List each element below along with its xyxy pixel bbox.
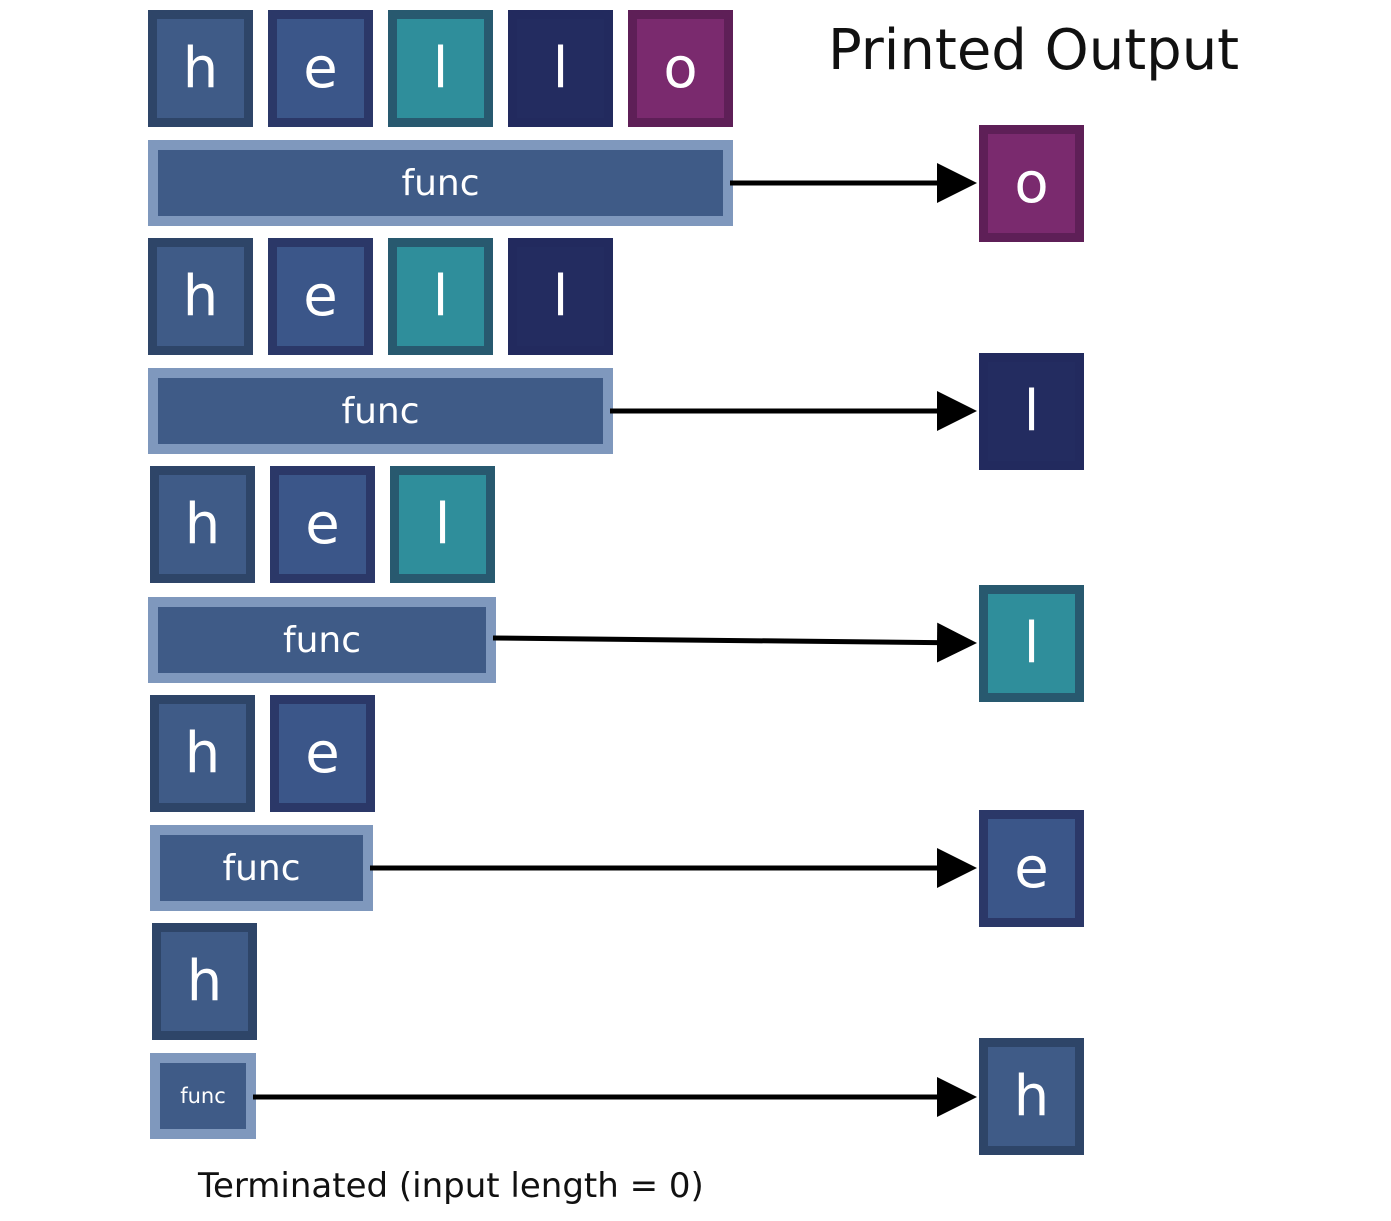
- char-tile-e: e: [270, 466, 375, 583]
- printed-output-title: Printed Output: [828, 18, 1240, 83]
- char-tile-o: o: [628, 10, 733, 127]
- char-tile-l: l: [508, 238, 613, 355]
- func-box: func: [148, 597, 496, 683]
- func-box: func: [148, 368, 613, 454]
- output-tile-e: e: [979, 810, 1084, 927]
- char-tile-l: l: [508, 10, 613, 127]
- func-box: func: [150, 1053, 256, 1139]
- output-tile-l: l: [979, 585, 1084, 702]
- char-tile-e: e: [270, 695, 375, 812]
- output-tile-o: o: [979, 125, 1084, 242]
- output-tile-l: l: [979, 353, 1084, 470]
- func-box: func: [148, 140, 733, 226]
- char-tile-e: e: [268, 10, 373, 127]
- char-tile-h: h: [150, 695, 255, 812]
- char-tile-l: l: [388, 10, 493, 127]
- char-tile-h: h: [152, 923, 257, 1040]
- char-tile-l: l: [390, 466, 495, 583]
- char-tile-h: h: [148, 238, 253, 355]
- char-tile-h: h: [148, 10, 253, 127]
- termination-caption: Terminated (input length = 0): [198, 1166, 704, 1206]
- arrow-func-to-output: [492, 622, 977, 663]
- char-tile-h: h: [150, 466, 255, 583]
- func-box: func: [150, 825, 373, 911]
- char-tile-l: l: [388, 238, 493, 355]
- output-tile-h: h: [979, 1038, 1084, 1155]
- char-tile-e: e: [268, 238, 373, 355]
